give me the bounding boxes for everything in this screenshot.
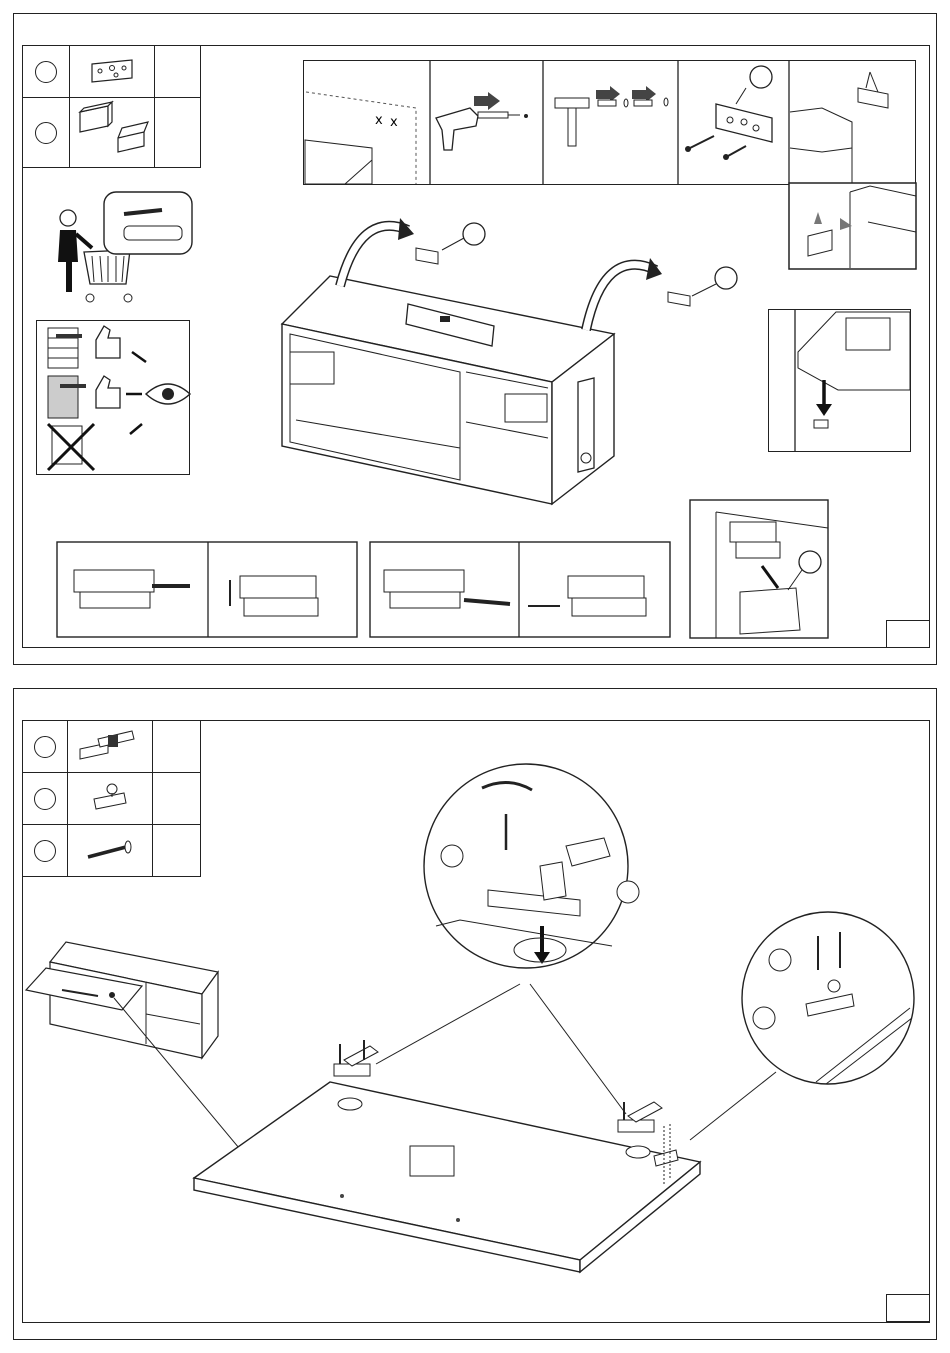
hinge-icon — [618, 1102, 662, 1132]
hinge-detail-magnifier — [424, 764, 639, 968]
page-number-box — [886, 1294, 930, 1322]
flap-stay-detail-magnifier — [742, 912, 914, 1084]
cabinet-thumbnail — [26, 942, 254, 1166]
hinge-icon — [334, 1040, 378, 1076]
